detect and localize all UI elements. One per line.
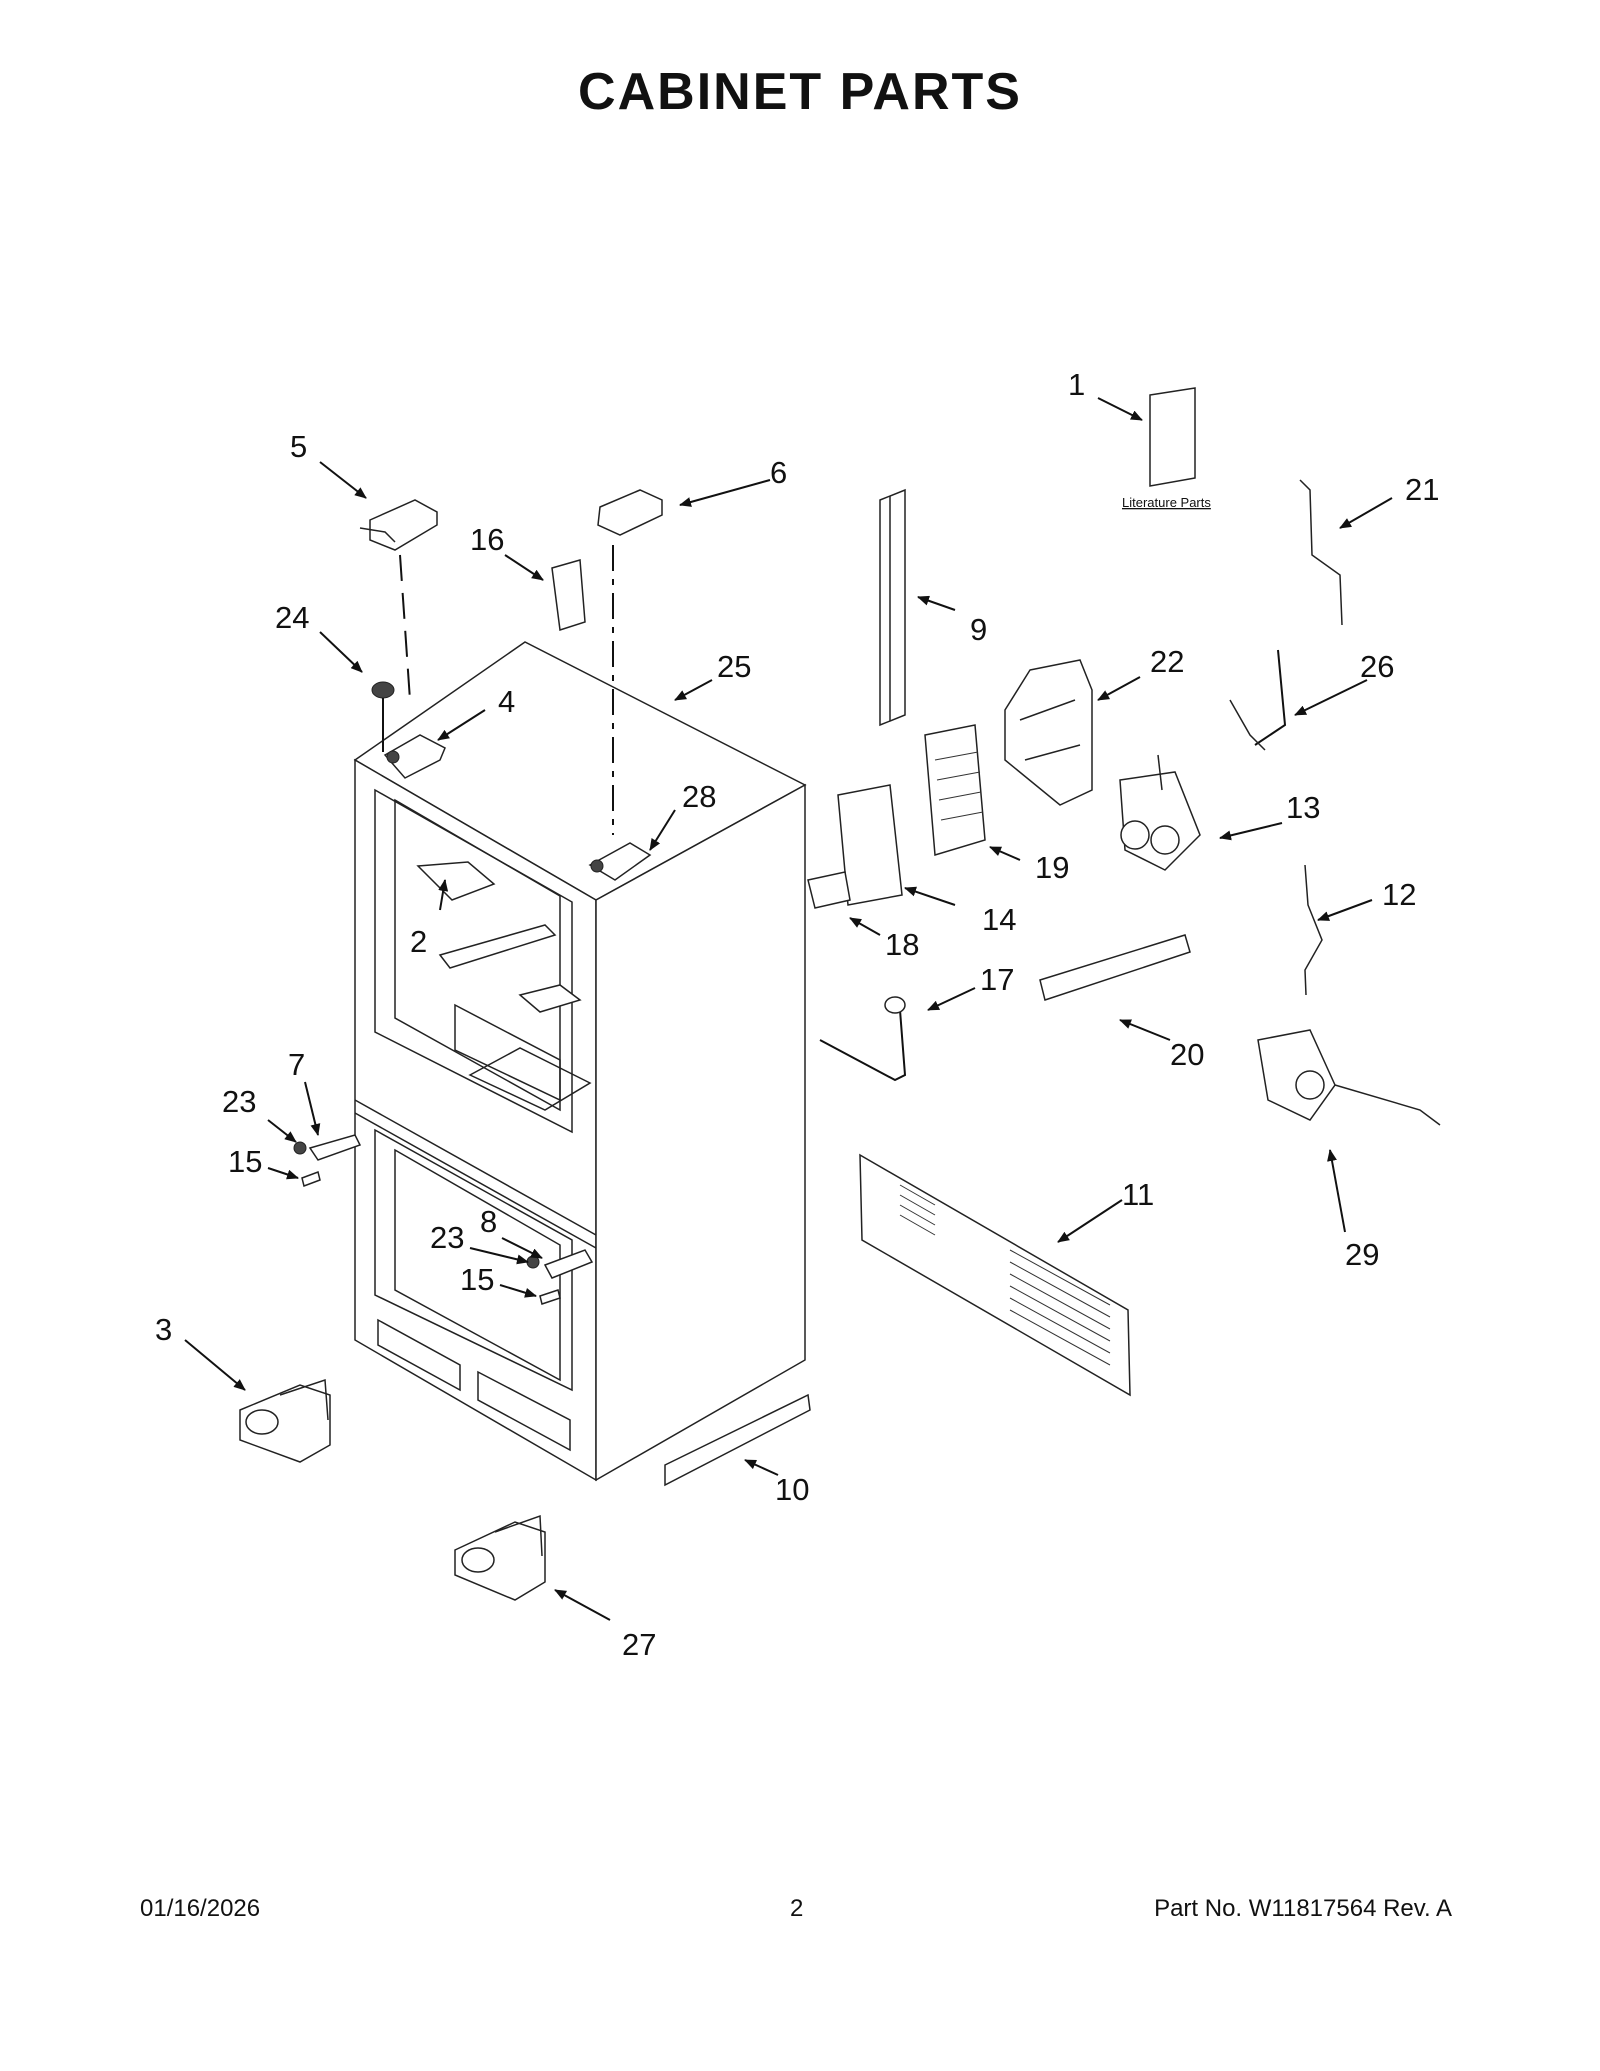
callout-26: 26 <box>1360 649 1394 684</box>
hinge-cover-left <box>359 499 438 551</box>
callout-25: 25 <box>717 649 751 684</box>
callout-11: 11 <box>1122 1177 1154 1212</box>
callout-labels: 1 2 3 4 5 6 7 8 9 10 11 12 13 14 15 15 1… <box>155 367 1439 1662</box>
callout-14: 14 <box>982 902 1016 937</box>
rear-panel <box>859 1153 1131 1397</box>
callout-15a: 15 <box>228 1144 262 1179</box>
callout-20: 20 <box>1170 1037 1204 1072</box>
board-cover <box>837 784 903 906</box>
bottom-hinge-left <box>239 1378 331 1463</box>
callout-21: 21 <box>1405 472 1439 507</box>
callout-28: 28 <box>682 779 716 814</box>
hinge-cover-right <box>597 489 663 536</box>
trim-20 <box>1039 934 1191 1001</box>
callout-4: 4 <box>498 684 515 719</box>
control-bracket <box>1004 659 1093 806</box>
water-tube <box>819 1009 907 1082</box>
page-title: CABINET PARTS <box>578 63 1022 121</box>
callout-1: 1 <box>1068 367 1085 402</box>
footer-part-number: Part No. W11817564 Rev. A <box>1154 1895 1452 1922</box>
callout-10: 10 <box>775 1472 809 1507</box>
bottom-hinge-center <box>454 1514 546 1601</box>
top-hinge-left <box>383 734 446 779</box>
water-valve-13 <box>1119 754 1201 871</box>
callout-18: 18 <box>885 927 919 962</box>
mullion-bracket-right <box>543 1249 594 1279</box>
plug-button <box>371 681 395 752</box>
callout-13: 13 <box>1286 790 1320 825</box>
callout-27: 27 <box>622 1627 656 1662</box>
callout-24: 24 <box>275 600 309 635</box>
callout-22: 22 <box>1150 644 1184 679</box>
top-hinge-right <box>588 842 652 881</box>
callout-5: 5 <box>290 429 307 464</box>
callout-6: 6 <box>770 455 787 490</box>
literature-caption: Literature Parts <box>1122 495 1211 510</box>
mullion-bracket-left <box>308 1134 362 1161</box>
callout-17: 17 <box>980 962 1014 997</box>
footer-date: 01/16/2026 <box>140 1895 261 1922</box>
callout-9: 9 <box>970 612 987 647</box>
water-valve-29 <box>1257 1029 1441 1126</box>
wire-harness-21 <box>1299 479 1343 626</box>
fill-tube <box>1254 649 1287 746</box>
callout-16: 16 <box>470 522 504 557</box>
callout-29: 29 <box>1345 1237 1379 1272</box>
leader-arrows <box>184 397 1393 1621</box>
footer-page-number: 2 <box>790 1895 804 1922</box>
callout-23a: 23 <box>222 1084 256 1119</box>
callout-19: 19 <box>1035 850 1069 885</box>
callout-3: 3 <box>155 1312 172 1347</box>
hinge-cap <box>551 559 586 631</box>
vertical-trim <box>879 488 906 727</box>
callout-8: 8 <box>480 1204 497 1239</box>
control-board <box>924 724 986 856</box>
literature-pack: Literature Parts <box>1122 387 1211 510</box>
callout-2: 2 <box>410 924 427 959</box>
cabinet-shell <box>353 641 807 1482</box>
callout-15b: 15 <box>460 1262 494 1297</box>
callout-23b: 23 <box>430 1220 464 1255</box>
toe-grille <box>664 1393 811 1487</box>
wire-12 <box>1304 864 1323 996</box>
sensor-18 <box>807 871 851 909</box>
callout-7: 7 <box>288 1047 305 1082</box>
callout-12: 12 <box>1382 877 1416 912</box>
